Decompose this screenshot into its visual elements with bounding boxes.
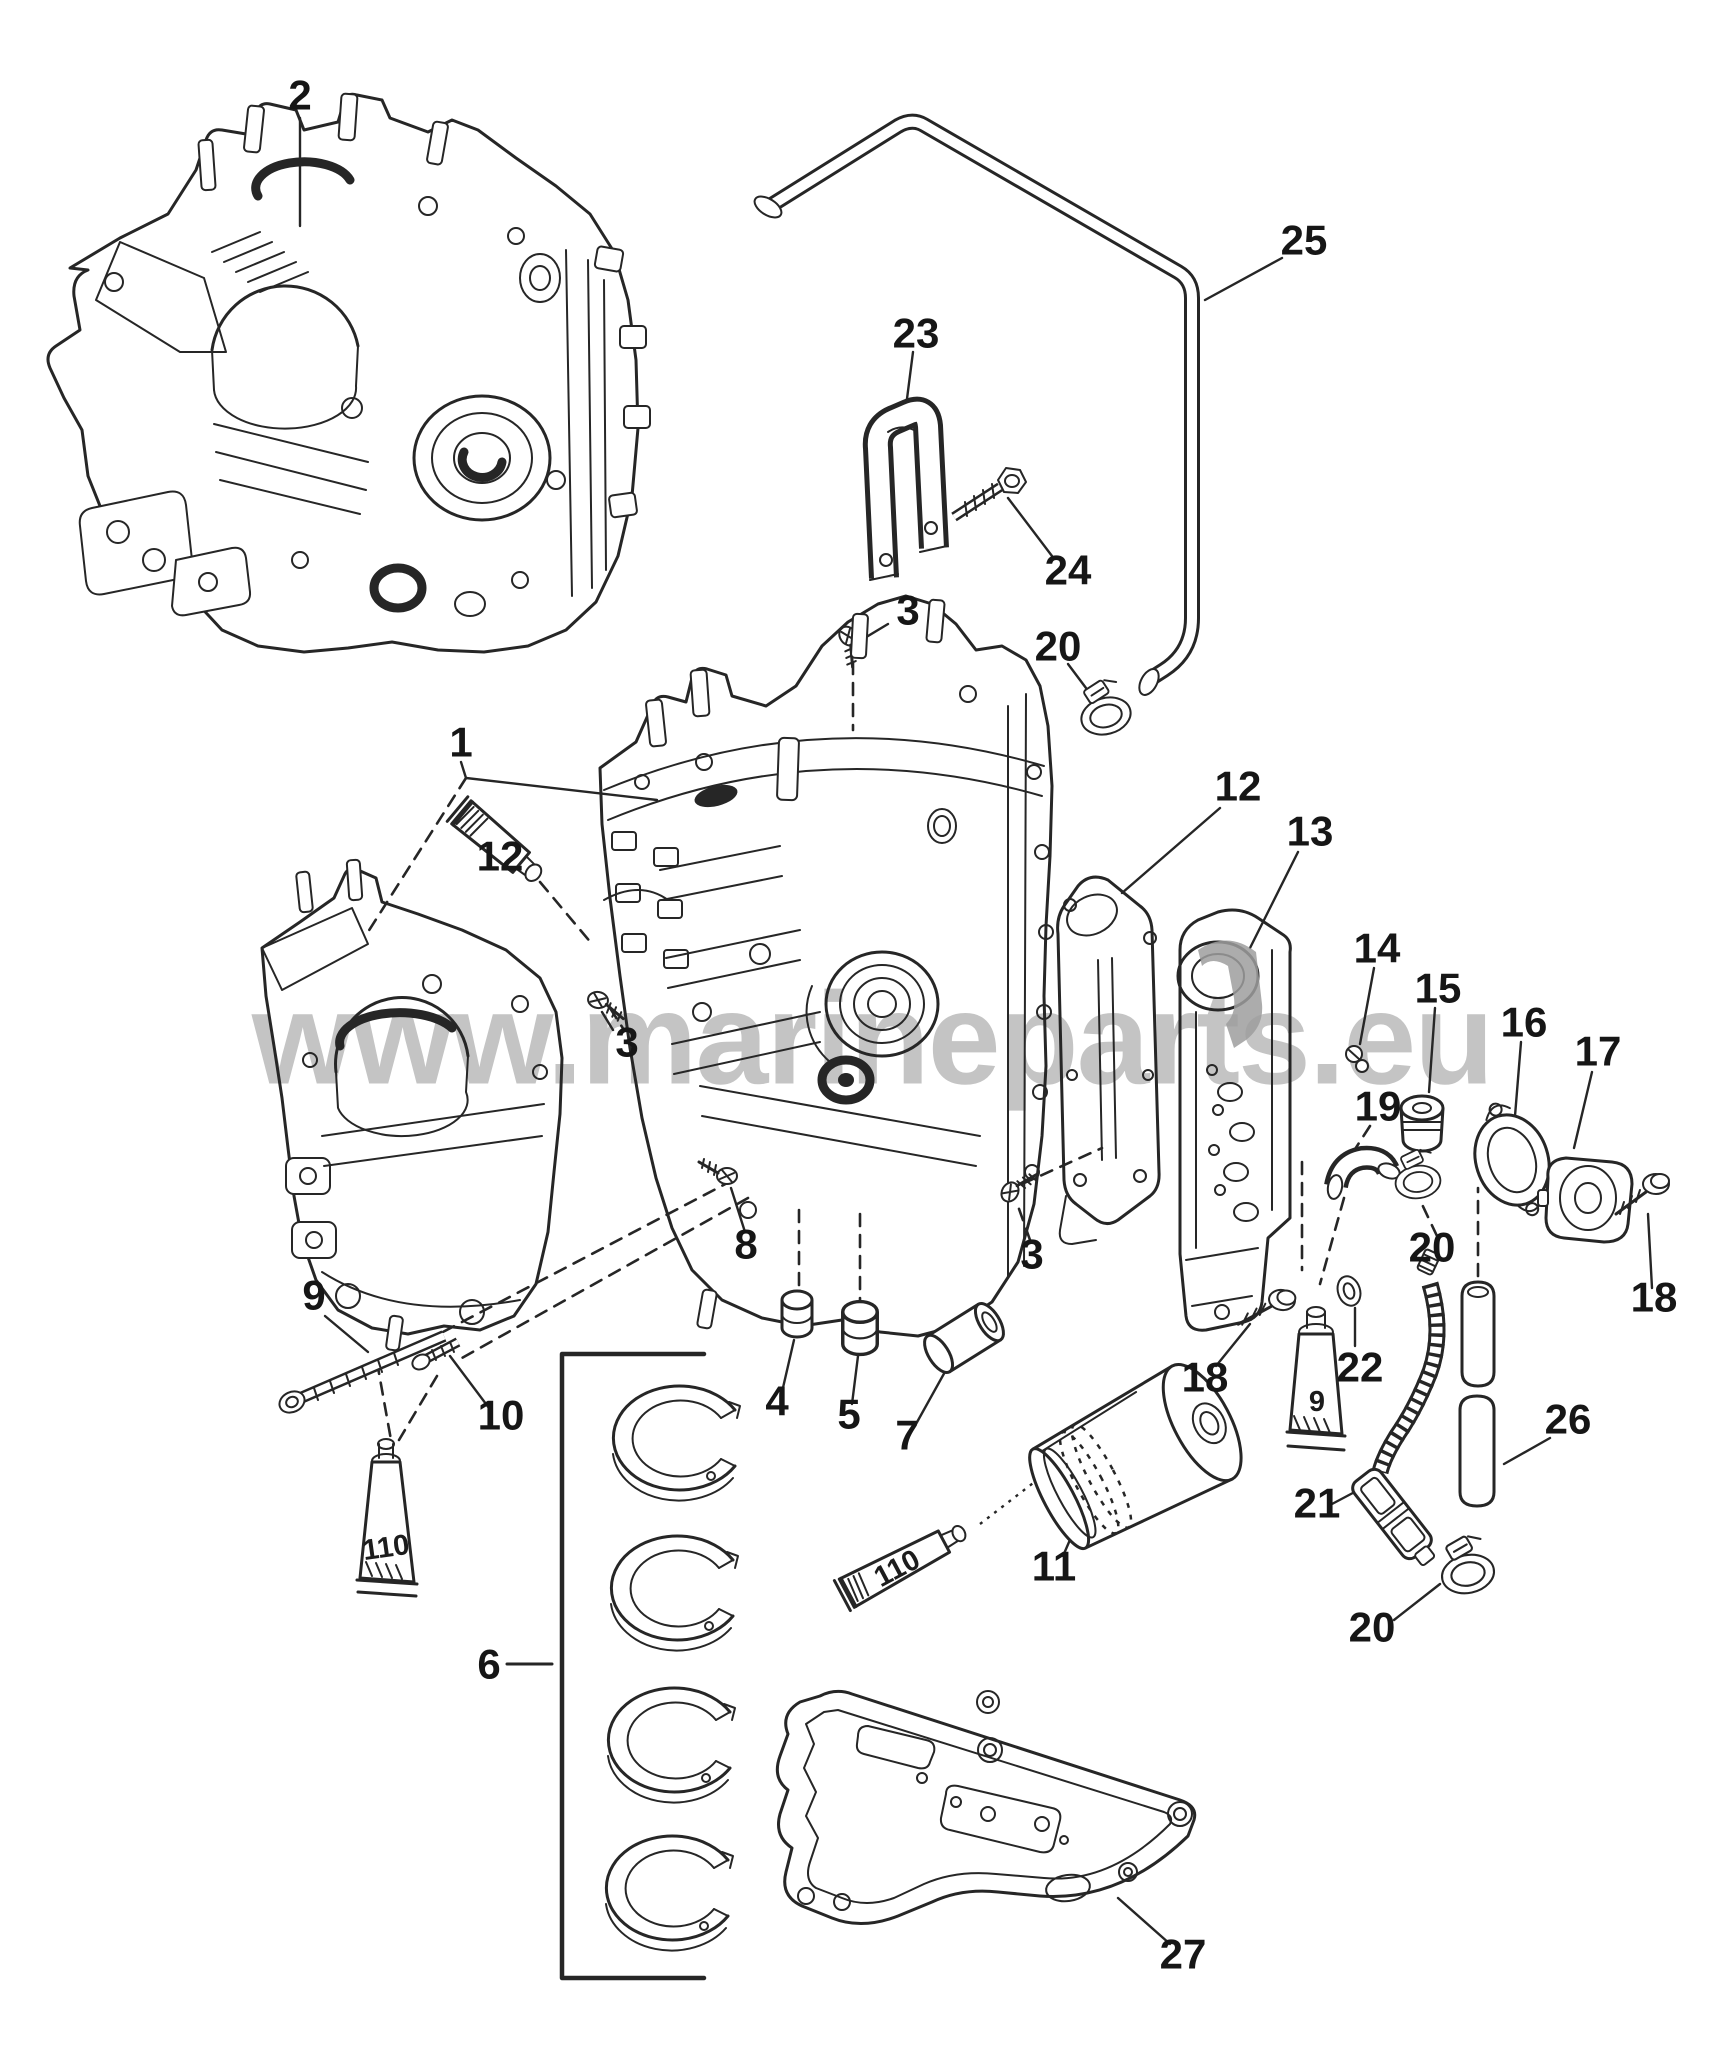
callout-15: 15 [1415,965,1462,1012]
bolt-24 [951,467,1027,522]
callout-14: 14 [1354,925,1401,972]
stud-bolt-9 [278,1330,447,1414]
callout-3-low: 3 [1020,1231,1043,1278]
callout-20-top: 20 [1035,623,1082,670]
callout-17: 17 [1575,1028,1622,1075]
nut-14 [1345,1045,1369,1073]
sealant-tube-12 [445,795,543,882]
elbow-19 [1324,1145,1401,1200]
cylinder-block-1 [598,594,1054,1356]
callout-12-left: 12 [477,833,524,880]
callout-13: 13 [1287,808,1334,855]
callout-10: 10 [478,1392,525,1439]
bolt-18-left [1236,1283,1298,1334]
thermostat-cover-17 [1537,1156,1634,1244]
callout-18-left: 18 [1182,1354,1229,1401]
callout-19: 19 [1355,1083,1402,1130]
screw-10 [411,1337,461,1371]
temperature-sensor-21 [1351,1248,1446,1566]
callout-7: 7 [895,1412,918,1459]
gasket-12 [1056,875,1161,1245]
callout-6: 6 [477,1641,500,1688]
sealant-tube-110-right: 110 [832,1525,967,1613]
callout-21: 21 [1294,1480,1341,1527]
water-hose-25 [753,113,1200,696]
crankcase-half-1 [260,858,564,1352]
exhaust-plate-27 [775,1689,1197,1926]
callout-3-mid: 3 [615,1019,638,1066]
oil-filter-11 [1028,1363,1243,1551]
callout-20-mid: 20 [1409,1224,1456,1271]
bolt-8 [697,1157,739,1186]
roller-bushing-7 [923,1302,1005,1374]
sealant-tube-9: 9 [1285,1306,1347,1452]
callout-16: 16 [1501,999,1548,1046]
callout-12-right: 12 [1215,763,1262,810]
callout-8: 8 [734,1221,757,1268]
bearing-set-6 [559,1351,742,1981]
callout-9: 9 [302,1272,325,1319]
end-cover-13 [1176,908,1292,1332]
bolt-3-low [996,1162,1041,1211]
sealant-110-left-label: 110 [361,1529,412,1567]
construction-dashed-lines [366,660,1480,1442]
callout-1: 1 [449,719,472,766]
callout-25: 25 [1281,217,1328,264]
callout-3-top: 3 [896,587,919,634]
callout-20-low: 20 [1349,1604,1396,1651]
dowel-5 [841,1299,879,1357]
callout-4: 4 [765,1378,789,1425]
sealant-9-label: 9 [1309,1386,1325,1418]
dowel-4 [780,1289,814,1339]
anode-bracket-23 [862,396,949,581]
callout-18-right: 18 [1631,1274,1678,1321]
o-ring-22 [1336,1275,1362,1307]
callout-26: 26 [1545,1396,1592,1443]
sealant-tube-110-left: 110 [355,1438,419,1598]
callout-5: 5 [837,1391,860,1438]
callout-11: 11 [1032,1543,1076,1590]
callout-27: 27 [1160,1931,1207,1978]
callout-23: 23 [893,310,940,357]
callout-2: 2 [288,72,311,119]
cylinder-block-assembly-2 [46,92,651,654]
callout-24: 24 [1045,547,1092,594]
fitting-15 [1399,1094,1445,1153]
hose-clamp-20-low [1432,1526,1499,1599]
callout-22: 22 [1337,1344,1384,1391]
tube-26 [1458,1280,1496,1508]
callouts: 2 25 23 24 20 3 1 12 12 13 14 15 16 17 1… [288,72,1677,1978]
retainer-16 [1473,1102,1551,1217]
